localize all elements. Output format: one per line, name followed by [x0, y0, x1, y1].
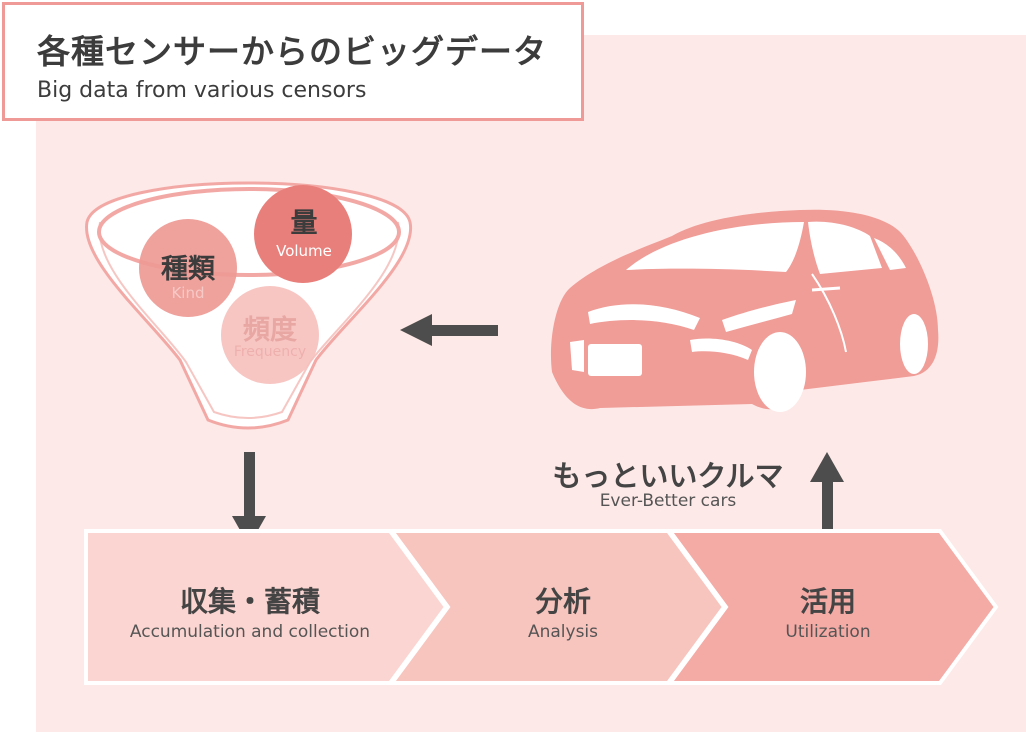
car-windshield: [626, 222, 804, 272]
title-english: Big data from various censors: [37, 78, 367, 103]
title-box: 各種センサーからのビッグデータ Big data from various ce…: [2, 2, 584, 121]
car-caption-en: Ever-Better cars: [599, 491, 737, 511]
step-analysis-jp: 分析: [534, 585, 591, 618]
arrow-left: [400, 314, 498, 346]
car-mirror: [811, 286, 841, 292]
bubble-frequency-jp: 頻度: [243, 315, 297, 346]
car-caption-jp: もっといいクルマ: [552, 459, 784, 493]
arrow-up: [810, 452, 844, 550]
bubble-kind-en: Kind: [171, 284, 205, 302]
car-rear-wheel: [900, 314, 928, 374]
bubble-volume-jp: 量: [290, 208, 318, 239]
step-utilization-jp: 活用: [799, 585, 856, 618]
car-fog-left: [570, 340, 584, 372]
car-headlight-right: [722, 300, 796, 332]
car-fog-right: [690, 338, 752, 360]
step-utilization-shape: [666, 529, 999, 685]
car-front-wheel: [754, 332, 806, 412]
bubble-kind: [139, 219, 237, 317]
car-license-plate: [588, 344, 642, 376]
car-illustration: [550, 209, 939, 412]
car-side-window: [808, 221, 882, 274]
pipeline: [84, 529, 999, 685]
step-collection-jp: 収集・蓄積: [179, 585, 320, 618]
step-utilization-en: Utilization: [785, 622, 871, 642]
funnel-rim: [97, 187, 401, 277]
bubble-volume-en: Volume: [276, 242, 332, 260]
bubble-frequency-en: Frequency: [233, 344, 307, 360]
car-door-line: [811, 273, 847, 353]
bubble-frequency: [221, 286, 319, 384]
car-headlight-left: [588, 304, 700, 330]
step-analysis-en: Analysis: [527, 622, 599, 642]
bubble-kind-jp: 種類: [161, 254, 215, 285]
step-collection-en: Accumulation and collection: [129, 622, 371, 642]
funnel-inner-line: [98, 221, 400, 419]
car-rear-window: [874, 238, 906, 270]
bubble-volume: [254, 185, 352, 283]
title-japanese: 各種センサーからのビッグデータ: [37, 32, 547, 71]
